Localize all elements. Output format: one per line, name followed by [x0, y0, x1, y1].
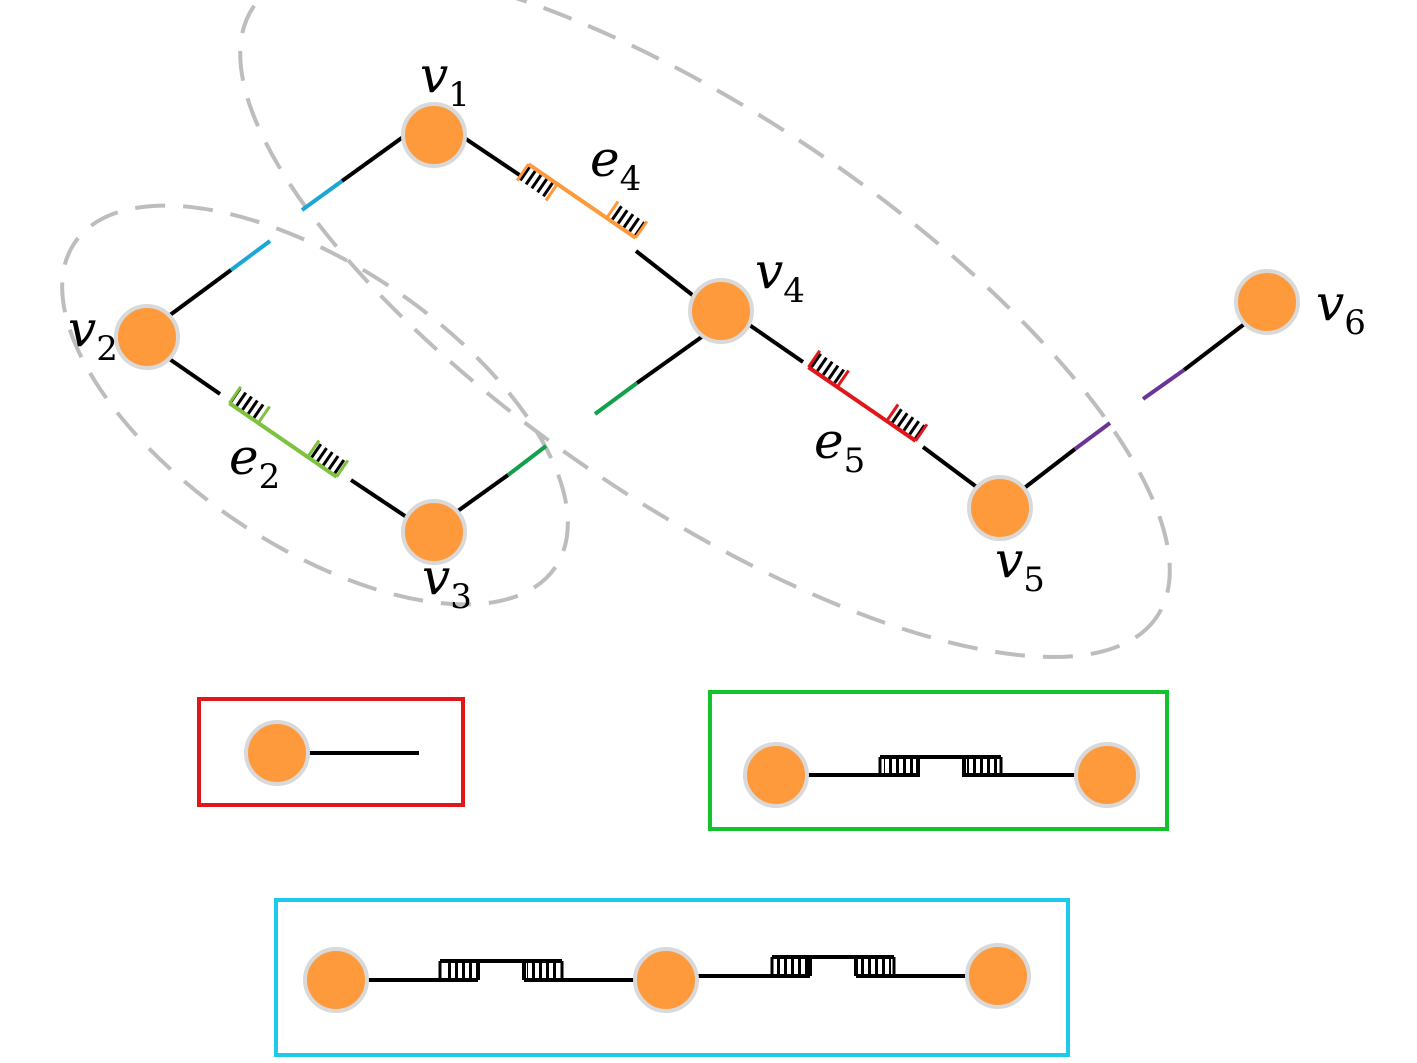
- label-v3: v3: [422, 548, 472, 617]
- vertices: [114, 102, 1300, 565]
- label-e5: e5: [814, 412, 865, 481]
- bond-e4: [515, 162, 649, 240]
- bond-e5-hatch-right: [887, 406, 926, 440]
- labels: v1 v2 v3 v4 v5 v6 e2 e4 e5: [68, 46, 1366, 617]
- hyperedge-outline-v1-v4-v5: [238, 0, 1172, 659]
- legend-green-node-right: [1074, 742, 1140, 808]
- edge-v2-stub: [164, 268, 233, 320]
- edge-v2-e2: [166, 356, 222, 396]
- half-edges: [229, 179, 1186, 477]
- legend-box-cyan: [274, 898, 1070, 1057]
- legend-cyan-node-left: [303, 947, 369, 1013]
- bond-e4-hatch-right: [607, 203, 646, 237]
- bond-e2-hatch-right: [308, 442, 347, 476]
- half-edge-v1-cyan: [300, 179, 344, 212]
- half-edge-v2-cyan: [229, 239, 272, 272]
- vertex-v6: [1234, 269, 1300, 335]
- edge-v1-e4: [461, 135, 523, 178]
- vertex-v1: [401, 102, 467, 168]
- edge-v4-stub: [635, 334, 705, 385]
- vertex-v3: [401, 499, 467, 565]
- label-v5: v5: [995, 531, 1045, 600]
- vertex-v5: [967, 475, 1033, 541]
- plain-edges: [164, 135, 1249, 520]
- half-edge-v3-green: [506, 444, 548, 477]
- legend-box-red: [197, 697, 465, 807]
- label-e4: e4: [590, 130, 641, 199]
- bond-e4-hatch-left: [518, 165, 557, 199]
- vertex-v2: [114, 304, 180, 370]
- vertex-v4: [688, 278, 754, 344]
- bond-e5: [807, 349, 929, 443]
- legend-cyan-hatch-2: [527, 963, 559, 979]
- bond-e2-hatch-left: [230, 388, 269, 422]
- legend-red-node: [244, 720, 310, 786]
- edge-e5-v5: [921, 445, 980, 490]
- label-v6: v6: [1316, 274, 1366, 343]
- label-e2: e2: [229, 428, 280, 497]
- half-edge-v5-purple: [1073, 421, 1112, 451]
- edge-v3-stub: [453, 473, 510, 515]
- legend-box-green: [708, 690, 1169, 831]
- label-v2: v2: [68, 300, 118, 369]
- edge-v1-stub: [340, 135, 405, 183]
- legend-cyan-hatch-1: [444, 963, 476, 979]
- label-v4: v4: [755, 242, 805, 311]
- edge-v5-stub: [1021, 447, 1077, 491]
- half-edge-v4-green: [593, 381, 639, 416]
- bond-e2: [228, 385, 350, 479]
- legend-cyan-hatch-4: [859, 959, 891, 975]
- edge-e2-v3: [349, 478, 410, 520]
- half-edge-v6-purple: [1141, 368, 1186, 401]
- edge-v4-e5: [746, 322, 805, 364]
- hyperedge-outline-v2-v3: [60, 203, 570, 607]
- edge-e4-v4: [634, 249, 697, 299]
- legend-green-hatch-right: [967, 759, 999, 774]
- legend-cyan-node-middle: [633, 947, 699, 1013]
- legend-cyan-node-right: [965, 943, 1031, 1009]
- legend-green-hatch-left: [884, 759, 916, 774]
- edge-v6-stub: [1182, 320, 1249, 372]
- legend-cyan-hatch-3: [776, 959, 808, 975]
- bond-e5-hatch-left: [809, 352, 848, 386]
- legend-green-node-left: [743, 742, 809, 808]
- hyperedge-outlines: [60, 0, 1172, 659]
- label-v1: v1: [420, 46, 470, 115]
